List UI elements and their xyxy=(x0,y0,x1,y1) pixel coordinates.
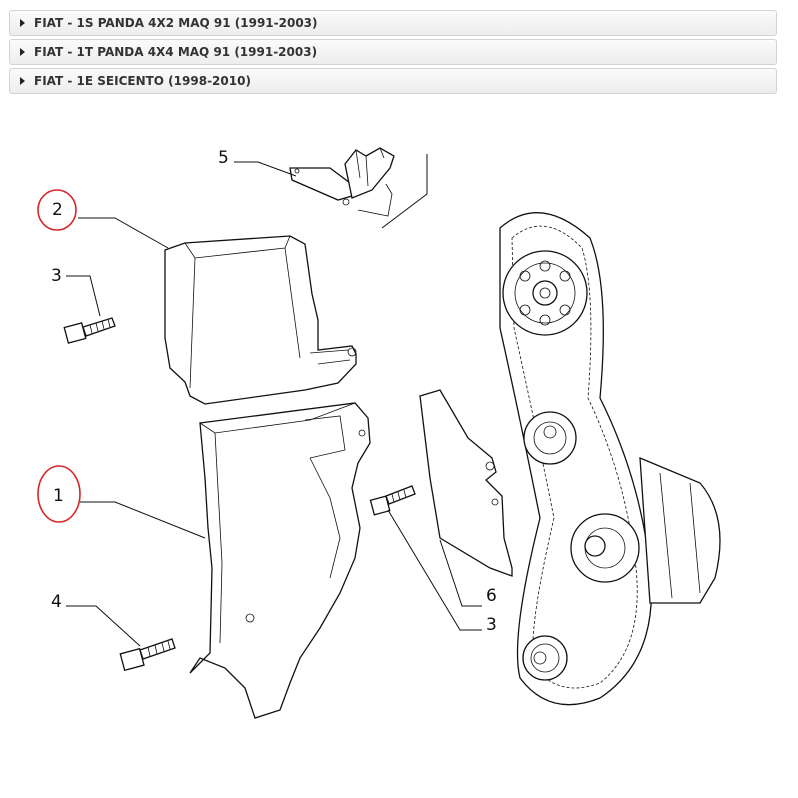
caret-right-icon xyxy=(20,77,25,85)
callout-2[interactable]: 2 xyxy=(52,200,63,220)
accordion-item-seicento[interactable]: FIAT - 1E SEICENTO (1998-2010) xyxy=(9,68,777,94)
callout-3-lower[interactable]: 3 xyxy=(486,615,497,635)
callout-leaders xyxy=(66,161,482,647)
accordion-item-panda-4x2[interactable]: FIAT - 1S PANDA 4X2 MAQ 91 (1991-2003) xyxy=(9,10,777,36)
timing-belt-cover-diagram: 5 2 3 1 4 6 3 xyxy=(37,147,721,719)
part-2-upper-cover[interactable] xyxy=(164,235,357,405)
accordion-item-label: FIAT - 1E SEICENTO (1998-2010) xyxy=(34,74,251,88)
parts-diagram: 5 2 3 1 4 6 3 xyxy=(0,98,798,798)
callout-6[interactable]: 6 xyxy=(486,586,497,606)
model-accordion: FIAT - 1S PANDA 4X2 MAQ 91 (1991-2003) F… xyxy=(9,10,777,97)
callout-4[interactable]: 4 xyxy=(51,592,62,612)
part-3-bolt-middle[interactable] xyxy=(369,485,416,516)
part-5-bracket[interactable] xyxy=(289,147,428,229)
timing-belt-assembly xyxy=(499,212,721,706)
part-6-back-plate[interactable] xyxy=(419,389,513,577)
accordion-item-panda-4x4[interactable]: FIAT - 1T PANDA 4X4 MAQ 91 (1991-2003) xyxy=(9,39,777,65)
accordion-item-label: FIAT - 1S PANDA 4X2 MAQ 91 (1991-2003) xyxy=(34,16,318,30)
callout-3-upper[interactable]: 3 xyxy=(51,266,62,286)
part-1-lower-cover[interactable] xyxy=(189,402,371,719)
callout-5[interactable]: 5 xyxy=(218,148,229,168)
caret-right-icon xyxy=(20,19,25,27)
part-4-bolt-lower[interactable] xyxy=(119,638,176,672)
highlight-markers xyxy=(37,189,81,523)
caret-right-icon xyxy=(20,48,25,56)
highlight-circle-1 xyxy=(37,465,81,523)
part-3-bolt-upper[interactable] xyxy=(63,317,116,344)
highlight-circle-2 xyxy=(37,189,77,231)
callout-1[interactable]: 1 xyxy=(53,486,64,506)
accordion-item-label: FIAT - 1T PANDA 4X4 MAQ 91 (1991-2003) xyxy=(34,45,318,59)
